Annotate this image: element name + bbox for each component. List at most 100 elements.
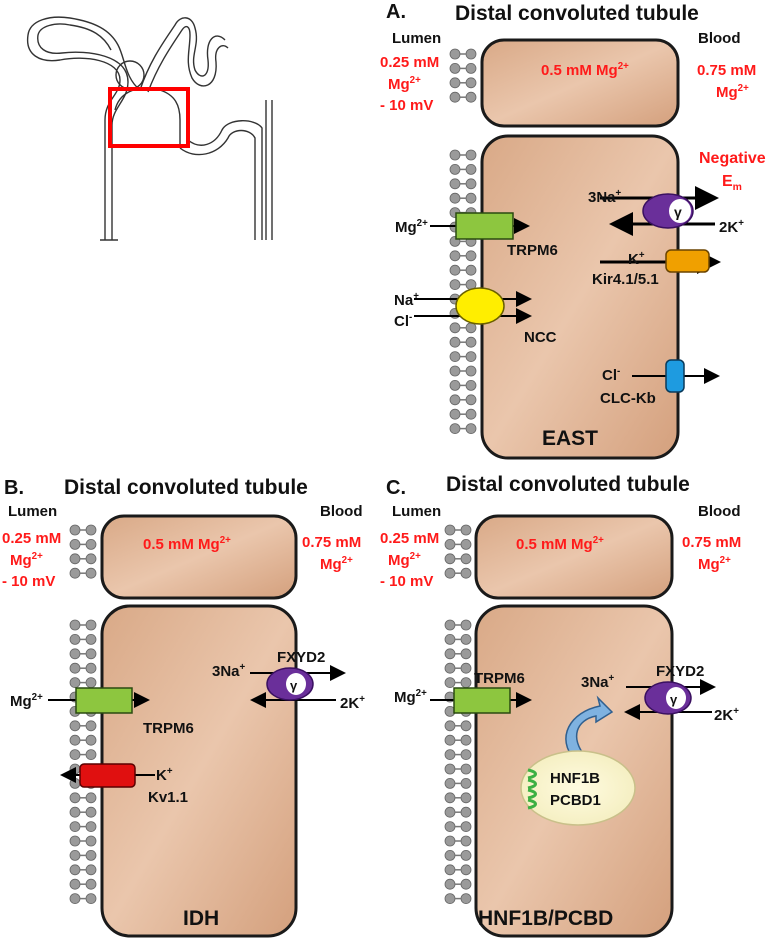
panel-b: B. Distal convoluted tubule Lumen Blood … xyxy=(2,476,365,938)
lipid-pair xyxy=(444,763,472,775)
lipid-pair xyxy=(449,192,477,204)
panel-b-tight-junction-cell xyxy=(100,514,298,600)
panel-a-kir-label: Kir4.1/5.1 xyxy=(592,271,659,288)
panel-b-lumen-conc-1: 0.25 mM xyxy=(2,530,61,547)
lipid-pair xyxy=(444,806,472,818)
panel-c-tight-junction-cell xyxy=(474,514,674,600)
panel-a-lumen-conc-3: - 10 mV xyxy=(380,97,433,114)
lipid-pair xyxy=(449,394,477,406)
panel-a-ncc-label: NCC xyxy=(524,329,557,346)
lipid-pair xyxy=(444,893,472,904)
panel-a-negative-em-2: Em xyxy=(722,173,742,193)
lipid-pair xyxy=(444,778,472,789)
panel-b-letter: B. xyxy=(4,477,24,499)
lipid-pair xyxy=(69,749,97,760)
panel-c-tf2: PCBD1 xyxy=(550,792,601,809)
panel-a-cl-ion-2: Cl- xyxy=(602,366,620,384)
panel-a-gamma-symbol: γ xyxy=(674,204,682,220)
panel-c-2k: 2K+ xyxy=(714,706,739,724)
panel-b-k-ion: K+ xyxy=(156,766,173,784)
lipid-pair xyxy=(449,91,477,103)
lipid-pair xyxy=(449,379,477,391)
highlight-box xyxy=(108,87,190,148)
lipid-pair xyxy=(69,850,97,861)
panel-c-letter: C. xyxy=(386,477,406,499)
panel-b-lumen-label: Lumen xyxy=(8,503,57,520)
lipid-pair xyxy=(449,279,477,291)
lipid-pair xyxy=(69,648,97,660)
lipid-pair xyxy=(69,619,97,631)
lipid-pair xyxy=(69,677,97,688)
panel-b-apical-membrane-top xyxy=(69,524,97,579)
panel-c-apical-membrane xyxy=(444,619,472,904)
lipid-pair xyxy=(444,850,472,861)
panel-c-nucleus xyxy=(520,750,636,826)
lipid-pair xyxy=(69,720,97,732)
panel-a-negative-em-1: Negative xyxy=(699,150,766,167)
lipid-pair xyxy=(449,178,477,190)
panel-b-lumen-conc-3: - 10 mV xyxy=(2,573,55,590)
panel-a-k-ion: K+ xyxy=(628,250,645,268)
lipid-pair xyxy=(449,48,477,60)
panel-c-regulation-arrow xyxy=(565,695,614,761)
panel-b-3na: 3Na+ xyxy=(212,662,246,680)
panel-b-trpm6-label: TRPM6 xyxy=(143,720,194,737)
lipid-pair xyxy=(69,734,97,746)
panel-b-blood-label: Blood xyxy=(320,503,363,520)
panel-c-3na: 3Na+ xyxy=(581,673,615,691)
panel-b-fxyd2: FXYD2 xyxy=(277,649,325,666)
panel-a-clckb-label: CLC-Kb xyxy=(600,390,656,407)
panel-a-lumen-conc-2: Mg2+ xyxy=(388,75,421,93)
panel-a-cell-conc: 0.5 mM Mg2+ xyxy=(541,61,629,79)
lipid-pair xyxy=(69,524,97,536)
panel-a-title: Distal convoluted tubule xyxy=(455,2,699,25)
panel-c-blood-conc-2: Mg2+ xyxy=(698,555,731,573)
panel-a-clckb-channel xyxy=(665,359,685,393)
lipid-pair xyxy=(449,250,477,262)
lipid-pair xyxy=(449,365,477,377)
panel-a-kir-channel xyxy=(665,249,710,273)
panel-b-mg-ion: Mg2+ xyxy=(10,692,43,710)
lipid-pair xyxy=(444,677,472,688)
panel-b-blood-conc-1: 0.75 mM xyxy=(302,534,361,551)
panel-c-tf1: HNF1B xyxy=(550,770,600,787)
panel-a-letter: A. xyxy=(386,1,406,23)
lipid-pair xyxy=(444,878,472,890)
lipid-pair xyxy=(69,878,97,890)
panel-c-trpm6-channel xyxy=(453,687,511,714)
panel-a-apical-membrane-top xyxy=(449,48,477,103)
lipid-pair xyxy=(69,792,97,804)
lipid-pair xyxy=(444,634,472,645)
panel-a-ncc-transporter xyxy=(455,287,505,325)
panel-c-fxyd2: FXYD2 xyxy=(656,663,704,680)
lipid-pair xyxy=(69,806,97,818)
panel-a-3na: 3Na+ xyxy=(588,188,622,206)
lipid-pair xyxy=(444,662,472,674)
nephron-sketch xyxy=(26,16,273,241)
panel-c-cell-conc: 0.5 mM Mg2+ xyxy=(516,535,604,553)
panel-b-trpm6-channel xyxy=(75,687,133,714)
lipid-pair xyxy=(449,322,477,334)
panel-c-lumen-conc-3: - 10 mV xyxy=(380,573,433,590)
lipid-pair xyxy=(69,893,97,904)
lipid-pair xyxy=(444,720,472,732)
panel-b-disease: IDH xyxy=(183,907,219,930)
lipid-pair xyxy=(449,351,477,363)
panel-c-mg-ion: Mg2+ xyxy=(394,688,427,706)
lipid-pair xyxy=(449,423,477,435)
panel-a-blood-label: Blood xyxy=(698,30,741,47)
panel-c-lumen-conc-1: 0.25 mM xyxy=(380,530,439,547)
lipid-pair xyxy=(69,634,97,645)
panel-c-title: Distal convoluted tubule xyxy=(446,473,690,496)
lipid-pair xyxy=(444,835,472,847)
panel-b-pump-gamma-subunit xyxy=(286,673,306,695)
panel-c-pump-gamma-subunit xyxy=(666,687,686,709)
panel-a-dct-cell xyxy=(480,134,680,460)
panel-a-mg-ion: Mg2+ xyxy=(395,218,428,236)
panel-a-blood-conc-1: 0.75 mM xyxy=(697,62,756,79)
lipid-pair xyxy=(449,149,477,161)
panel-b-title: Distal convoluted tubule xyxy=(64,476,308,499)
panel-a-cl-ion: Cl- xyxy=(394,312,412,330)
panel-a-trpm6-channel xyxy=(455,212,514,240)
